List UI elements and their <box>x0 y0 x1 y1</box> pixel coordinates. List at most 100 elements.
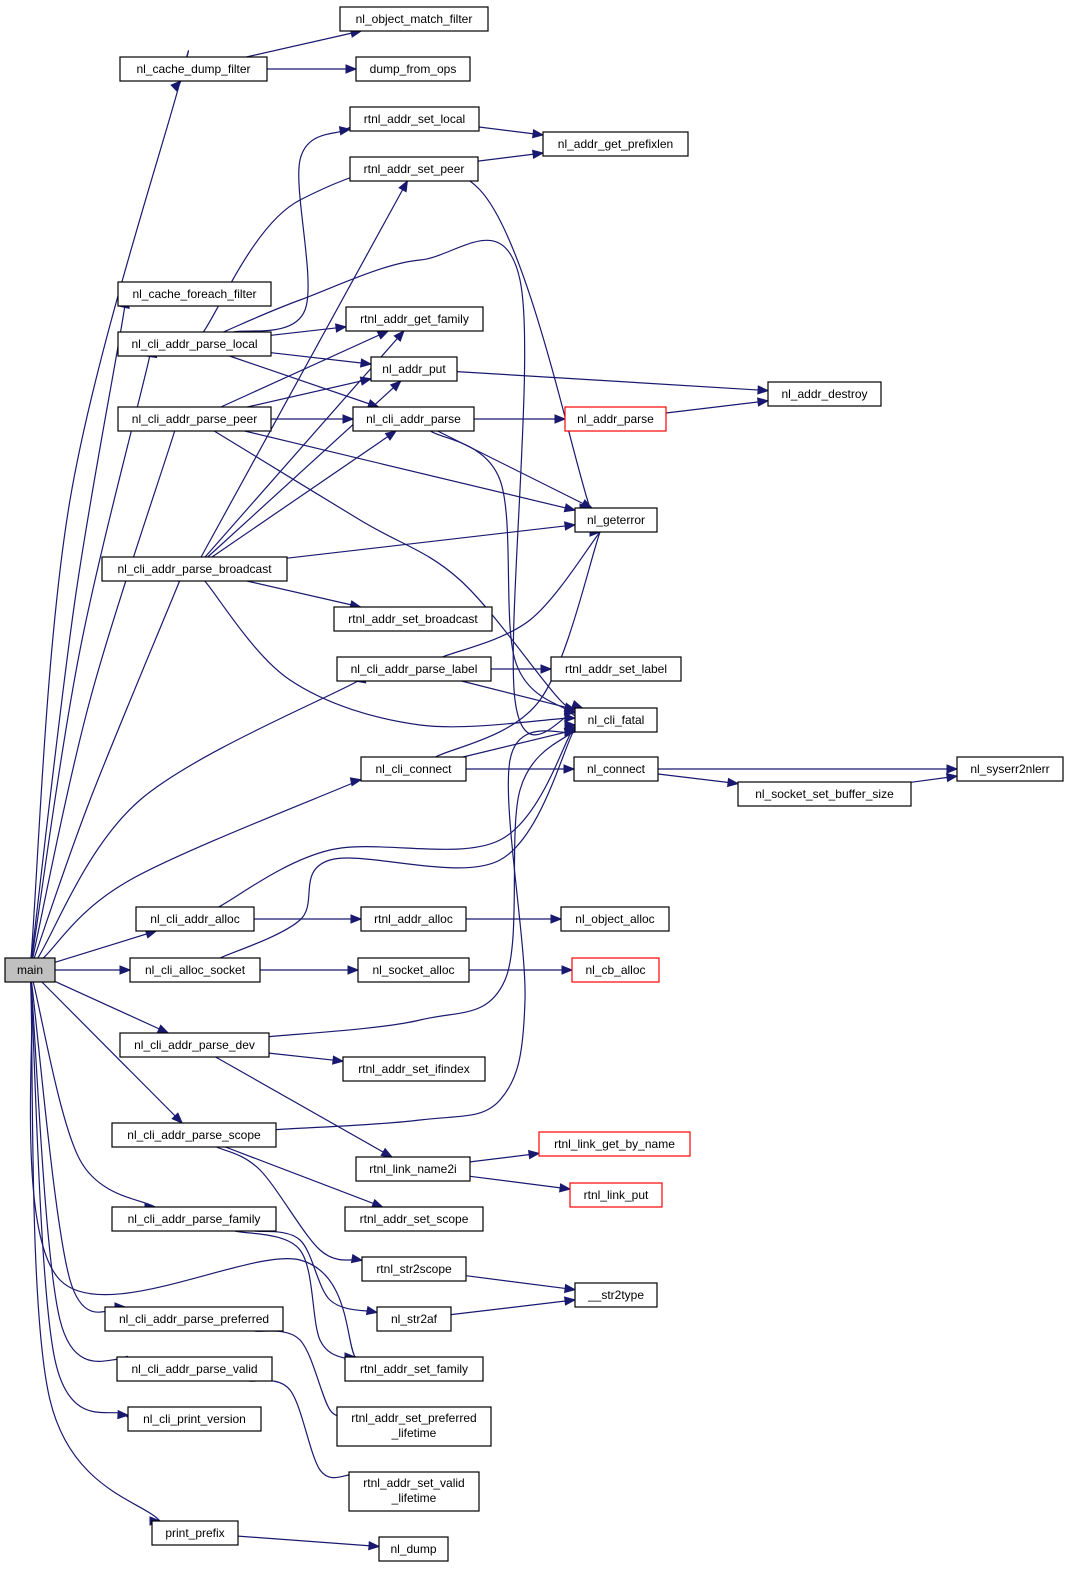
node-str2type[interactable]: __str2type <box>574 1282 658 1308</box>
node-rtnl-link-get-by-name[interactable]: rtnl_link_get_by_name <box>538 1131 691 1157</box>
edge-line <box>30 50 190 959</box>
node-nl-addr-destroy[interactable]: nl_addr_destroy <box>767 381 882 407</box>
arrow-head <box>532 129 545 139</box>
node-main[interactable]: main <box>4 957 56 983</box>
arrow-head <box>554 414 567 424</box>
node-label: nl_cli_addr_parse <box>366 412 461 426</box>
node-box <box>360 756 467 782</box>
node-rtnl-addr-set-family[interactable]: rtnl_addr_set_family <box>344 1356 484 1382</box>
node-rtnl-addr-set-ifindex[interactable]: rtnl_addr_set_ifindex <box>342 1056 486 1082</box>
edge-line <box>469 1175 571 1190</box>
node-nl-cb-alloc[interactable]: nl_cb_alloc <box>571 957 660 983</box>
node-nl-cli-alloc-socket[interactable]: nl_cli_alloc_socket <box>129 957 261 983</box>
arrow-head <box>338 126 352 136</box>
node-rtnl-addr-set-local[interactable]: rtnl_addr_set_local <box>349 106 480 132</box>
node-nl-object-match-filter[interactable]: nl_object_match_filter <box>339 6 489 32</box>
node-nl-socket-alloc[interactable]: nl_socket_alloc <box>357 957 470 983</box>
node-nl-addr-parse[interactable]: nl_addr_parse <box>564 406 667 432</box>
node-label: rtnl_addr_alloc <box>374 912 453 926</box>
node-nl-cli-fatal[interactable]: nl_cli_fatal <box>574 707 658 733</box>
node-nl-addr-get-prefixlen[interactable]: nl_addr_get_prefixlen <box>542 131 689 157</box>
node-nl-cli-addr-alloc[interactable]: nl_cli_addr_alloc <box>135 906 255 932</box>
edge-nl-socket-set-buffer-size-to-nl-syserr2nlerr <box>910 772 959 783</box>
node-nl-cli-addr-parse-dev[interactable]: nl_cli_addr_parse_dev <box>119 1032 270 1058</box>
node-rtnl-addr-set-preferred-lifetime[interactable]: rtnl_addr_set_preferred_lifetime <box>336 1406 492 1447</box>
node-box <box>111 1206 277 1232</box>
node-label: nl_dump <box>390 1542 436 1556</box>
edge-nl-cli-addr-parse-broadcast-to-nl-cli-fatal <box>204 580 584 728</box>
edge-nl-cli-addr-parse-family-to-rtnl-addr-set-family <box>234 1230 357 1366</box>
edge-line <box>200 180 408 558</box>
arrow-head <box>347 965 360 975</box>
node-nl-cli-addr-parse-broadcast[interactable]: nl_cli_addr_parse_broadcast <box>101 556 288 582</box>
edge-line <box>237 1535 380 1548</box>
edge-nl-socket-alloc-to-nl-cb-alloc <box>469 965 574 975</box>
node-label: nl_cli_addr_parse_valid <box>131 1362 257 1376</box>
edge-main-to-nl-cli-addr-parse-broadcast <box>33 563 190 959</box>
edge-nl-cli-addr-parse-label-to-nl-geterror <box>442 524 606 658</box>
node-label: nl_addr_destroy <box>781 387 867 401</box>
node-nl-syserr2nlerr[interactable]: nl_syserr2nlerr <box>956 756 1064 782</box>
node-rtnl-addr-alloc[interactable]: rtnl_addr_alloc <box>360 906 467 932</box>
edge-line <box>33 563 187 959</box>
node-nl-addr-put[interactable]: nl_addr_put <box>370 356 458 382</box>
node-nl-cli-addr-parse-scope[interactable]: nl_cli_addr_parse_scope <box>111 1122 277 1148</box>
edge-line <box>665 400 769 414</box>
node-rtnl-link-name2i[interactable]: rtnl_link_name2i <box>355 1156 471 1182</box>
arrow-head <box>570 700 584 709</box>
node-rtnl-addr-set-label[interactable]: rtnl_addr_set_label <box>550 656 682 682</box>
arrow-head <box>946 764 959 774</box>
node-nl-cache-foreach-filter[interactable]: nl_cache_foreach_filter <box>117 281 272 307</box>
edge-nl-cli-addr-parse-dev-to-rtnl-link-name2i <box>215 1056 394 1158</box>
edge-line <box>204 580 584 728</box>
node-dump-from-ops[interactable]: dump_from_ops <box>355 56 471 82</box>
node-nl-dump[interactable]: nl_dump <box>378 1536 449 1562</box>
edge-line <box>462 729 576 758</box>
node-label: nl_connect <box>587 762 646 776</box>
node-nl-cli-addr-parse-preferred[interactable]: nl_cli_addr_parse_preferred <box>104 1306 284 1332</box>
node-nl-cli-addr-parse-local[interactable]: nl_cli_addr_parse_local <box>117 331 272 357</box>
arrow-head <box>350 914 363 924</box>
node-label: nl_cli_addr_parse_peer <box>132 412 257 426</box>
node-label: nl_cli_addr_parse_label <box>351 662 478 676</box>
node-nl-connect[interactable]: nl_connect <box>573 756 659 782</box>
edge-nl-cli-addr-parse-family-to-nl-str2af <box>254 1230 380 1316</box>
node-rtnl-addr-set-valid-lifetime[interactable]: rtnl_addr_set_valid_lifetime <box>348 1471 480 1512</box>
node-label: rtnl_addr_get_family <box>360 312 469 326</box>
arrow-head <box>563 702 577 712</box>
node-box <box>117 406 272 432</box>
edge-nl-cache-dump-filter-to-dump-from-ops <box>267 64 358 74</box>
edge-line <box>30 981 132 1420</box>
node-nl-cli-addr-parse-label[interactable]: nl_cli_addr_parse_label <box>336 656 492 682</box>
node-nl-cli-connect[interactable]: nl_cli_connect <box>360 756 467 782</box>
edge-nl-cli-addr-parse-peer-to-nl-addr-put <box>247 376 373 408</box>
node-rtnl-addr-set-peer[interactable]: rtnl_addr_set_peer <box>349 156 479 182</box>
node-nl-object-alloc[interactable]: nl_object_alloc <box>560 906 670 932</box>
node-label: rtnl_addr_set_valid <box>363 1476 464 1490</box>
node-nl-cli-print-version[interactable]: nl_cli_print_version <box>127 1406 262 1432</box>
node-nl-cli-addr-parse-family[interactable]: nl_cli_addr_parse_family <box>111 1206 277 1232</box>
node-label: nl_str2af <box>391 1312 438 1326</box>
edge-rtnl-str2scope-to-str2type <box>465 1275 577 1294</box>
node-rtnl-addr-get-family[interactable]: rtnl_addr_get_family <box>345 306 484 332</box>
arrow-head <box>368 1541 381 1551</box>
node-nl-cache-dump-filter[interactable]: nl_cache_dump_filter <box>119 56 268 82</box>
node-nl-geterror[interactable]: nl_geterror <box>574 507 658 533</box>
edge-line <box>32 409 182 959</box>
node-nl-cli-addr-parse-valid[interactable]: nl_cli_addr_parse_valid <box>116 1356 273 1382</box>
node-nl-socket-set-buffer-size[interactable]: nl_socket_set_buffer_size <box>737 781 912 807</box>
node-rtnl-addr-set-scope[interactable]: rtnl_addr_set_scope <box>344 1206 484 1232</box>
node-nl-str2af[interactable]: nl_str2af <box>376 1306 452 1332</box>
node-box <box>344 1356 484 1382</box>
edge-line <box>469 1152 540 1163</box>
node-rtnl-str2scope[interactable]: rtnl_str2scope <box>361 1256 467 1282</box>
edge-line <box>54 980 169 1034</box>
edge-line <box>247 378 372 408</box>
node-label: nl_geterror <box>587 513 645 527</box>
node-nl-cli-addr-parse[interactable]: nl_cli_addr_parse <box>352 406 475 432</box>
node-rtnl-addr-set-broadcast[interactable]: rtnl_addr_set_broadcast <box>333 606 493 632</box>
node-nl-cli-addr-parse-peer[interactable]: nl_cli_addr_parse_peer <box>117 406 272 432</box>
node-print-prefix[interactable]: print_prefix <box>151 1520 239 1546</box>
node-rtnl-link-put[interactable]: rtnl_link_put <box>569 1182 663 1208</box>
edge-line <box>270 352 372 365</box>
